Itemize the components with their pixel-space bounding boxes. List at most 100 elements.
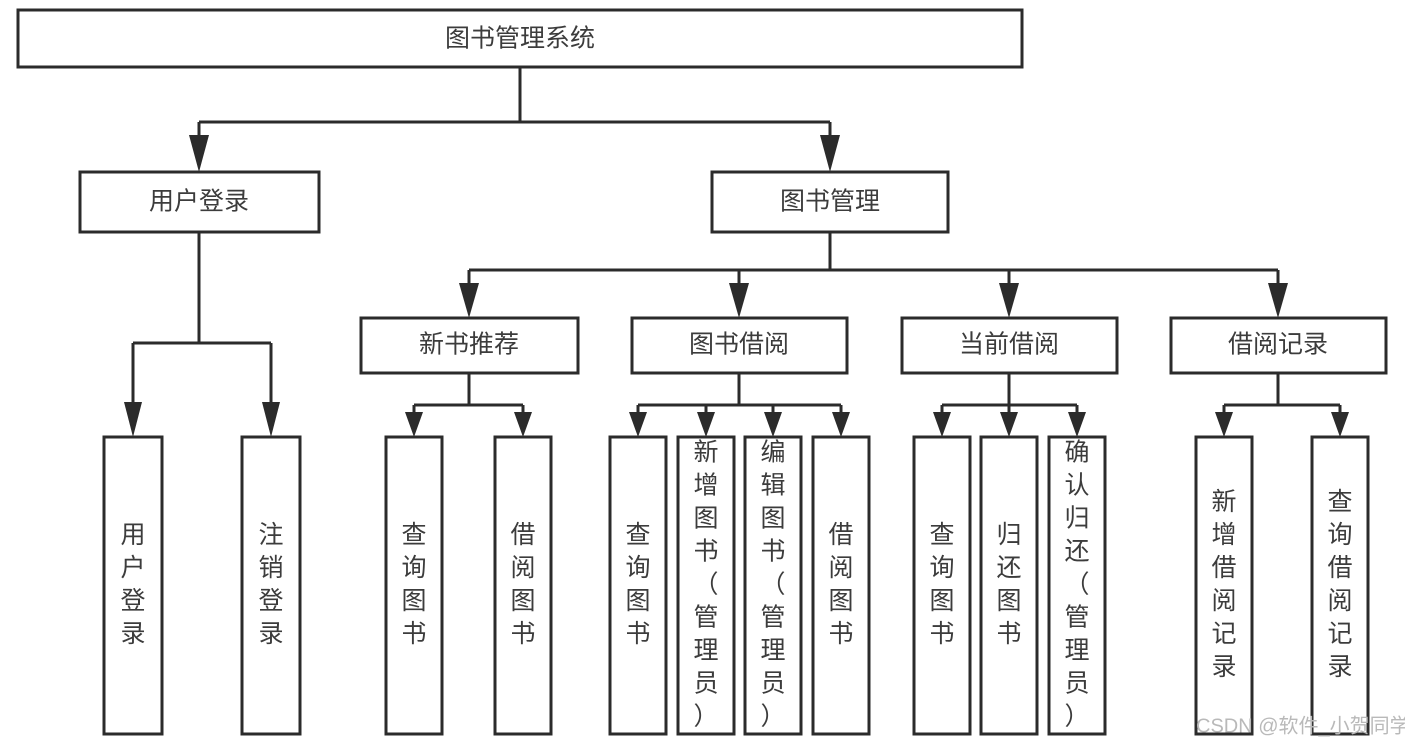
vertical-label-char: 管	[760, 604, 785, 632]
leaf-box-new-book-query[interactable]	[384, 435, 444, 736]
node-new-book-recommendation[interactable]: 新书推荐	[359, 316, 580, 375]
arrow-head-to-borrow-record	[1268, 283, 1288, 318]
vertical-label-char: 借	[1327, 554, 1352, 582]
vertical-label-char: 用	[120, 521, 145, 549]
vertical-label-char: 书	[828, 620, 853, 648]
vertical-label-char: 书	[510, 620, 535, 648]
leaf-label-user-login-login: 用户登录	[120, 521, 145, 648]
arrow-head-book-borrow-leaf-4	[832, 412, 850, 437]
vertical-label-char: （	[693, 571, 718, 599]
node-book-borrowing[interactable]: 图书借阅	[630, 316, 849, 375]
node-borrowing-record[interactable]: 借阅记录	[1169, 316, 1388, 375]
vertical-label-char: 询	[401, 554, 426, 582]
leaf-box-record-add[interactable]	[1194, 435, 1254, 736]
leaf-box-current-query-book[interactable]	[912, 435, 972, 736]
node-user-login[interactable]: 用户登录	[78, 170, 321, 234]
leaf-box-borrow-query-book[interactable]	[608, 435, 668, 736]
node-book-management[interactable]: 图书管理	[710, 170, 950, 234]
leaf-box-borrow-add-book[interactable]	[676, 435, 736, 736]
arrow-head-current-borrow-leaf-1	[933, 412, 951, 437]
arrow-head-book-borrow-leaf-1	[629, 412, 647, 437]
vertical-label-char: 图	[625, 587, 650, 615]
vertical-label-char: 辑	[760, 472, 785, 500]
arrow-head-user-login-leaf-1	[124, 402, 142, 437]
vertical-label-char: 录	[1327, 653, 1352, 681]
arrow-head-user-login-leaf-2	[262, 402, 280, 437]
vertical-label-char: 还	[996, 554, 1021, 582]
arrow-head-borrow-record-leaf-1	[1215, 412, 1233, 437]
node-box-new-book-recommendation[interactable]	[359, 316, 580, 375]
leaf-node-user-login-login[interactable]: 用户登录	[102, 435, 164, 736]
node-box-borrowing-record[interactable]	[1169, 316, 1388, 375]
vertical-label-char: 新	[693, 439, 718, 467]
leaf-box-user-login-login[interactable]	[102, 435, 164, 736]
node-label-book-management: 图书管理	[780, 188, 880, 216]
vertical-label-char: 查	[401, 521, 426, 549]
vertical-label-char: 还	[1064, 538, 1089, 566]
vertical-label-char: 确	[1064, 439, 1089, 467]
vertical-label-char: 图	[510, 587, 535, 615]
vertical-label-char: 询	[625, 554, 650, 582]
vertical-label-char: 图	[828, 587, 853, 615]
arrow-head-to-new-book-rec	[459, 283, 479, 318]
node-box-book-management[interactable]	[710, 170, 950, 234]
vertical-label-char: 记	[1327, 620, 1352, 648]
vertical-label-char: 询	[929, 554, 954, 582]
leaf-box-user-login-logout[interactable]	[240, 435, 302, 736]
vertical-label-char: 图	[693, 505, 718, 533]
node-root-book-management-system[interactable]: 图书管理系统	[16, 8, 1024, 69]
vertical-label-char: 员	[760, 670, 785, 698]
node-current-borrowing[interactable]: 当前借阅	[900, 316, 1119, 375]
vertical-label-char: 图	[929, 587, 954, 615]
vertical-label-char: 书	[401, 620, 426, 648]
vertical-label-char: （	[760, 571, 785, 599]
vertical-label-char: 阅	[1211, 587, 1236, 615]
vertical-label-char: 理	[693, 637, 718, 665]
leaf-box-new-book-borrow[interactable]	[493, 435, 553, 736]
vertical-label-char: 新	[1211, 488, 1236, 516]
vertical-label-char: 查	[929, 521, 954, 549]
leaf-box-borrow-borrow-book[interactable]	[811, 435, 871, 736]
vertical-label-char: 增	[1211, 521, 1236, 549]
vertical-label-char: 录	[120, 620, 145, 648]
vertical-label-char: 编	[760, 439, 785, 467]
vertical-label-char: 录	[1211, 653, 1236, 681]
vertical-label-char: 员	[693, 670, 718, 698]
vertical-label-char: 管	[693, 604, 718, 632]
vertical-label-char: ）	[760, 703, 785, 731]
vertical-label-char: 查	[1327, 488, 1352, 516]
vertical-label-char: 借	[1211, 554, 1236, 582]
leaf-box-current-confirm-return[interactable]	[1047, 435, 1107, 736]
leaf-box-record-query[interactable]	[1310, 435, 1370, 736]
node-box-root[interactable]	[16, 8, 1024, 69]
arrow-head-to-book-borrow	[729, 283, 749, 318]
leaf-box-borrow-edit-book[interactable]	[743, 435, 803, 736]
node-box-current-borrowing[interactable]	[900, 316, 1119, 375]
node-box-user-login[interactable]	[78, 170, 321, 234]
vertical-label-char: 书	[929, 620, 954, 648]
leaf-box-current-return-book[interactable]	[979, 435, 1039, 736]
node-label-book-borrowing: 图书借阅	[689, 331, 789, 359]
node-box-book-borrowing[interactable]	[630, 316, 849, 375]
vertical-label-char: 书	[760, 538, 785, 566]
connector-layer	[124, 67, 1349, 437]
